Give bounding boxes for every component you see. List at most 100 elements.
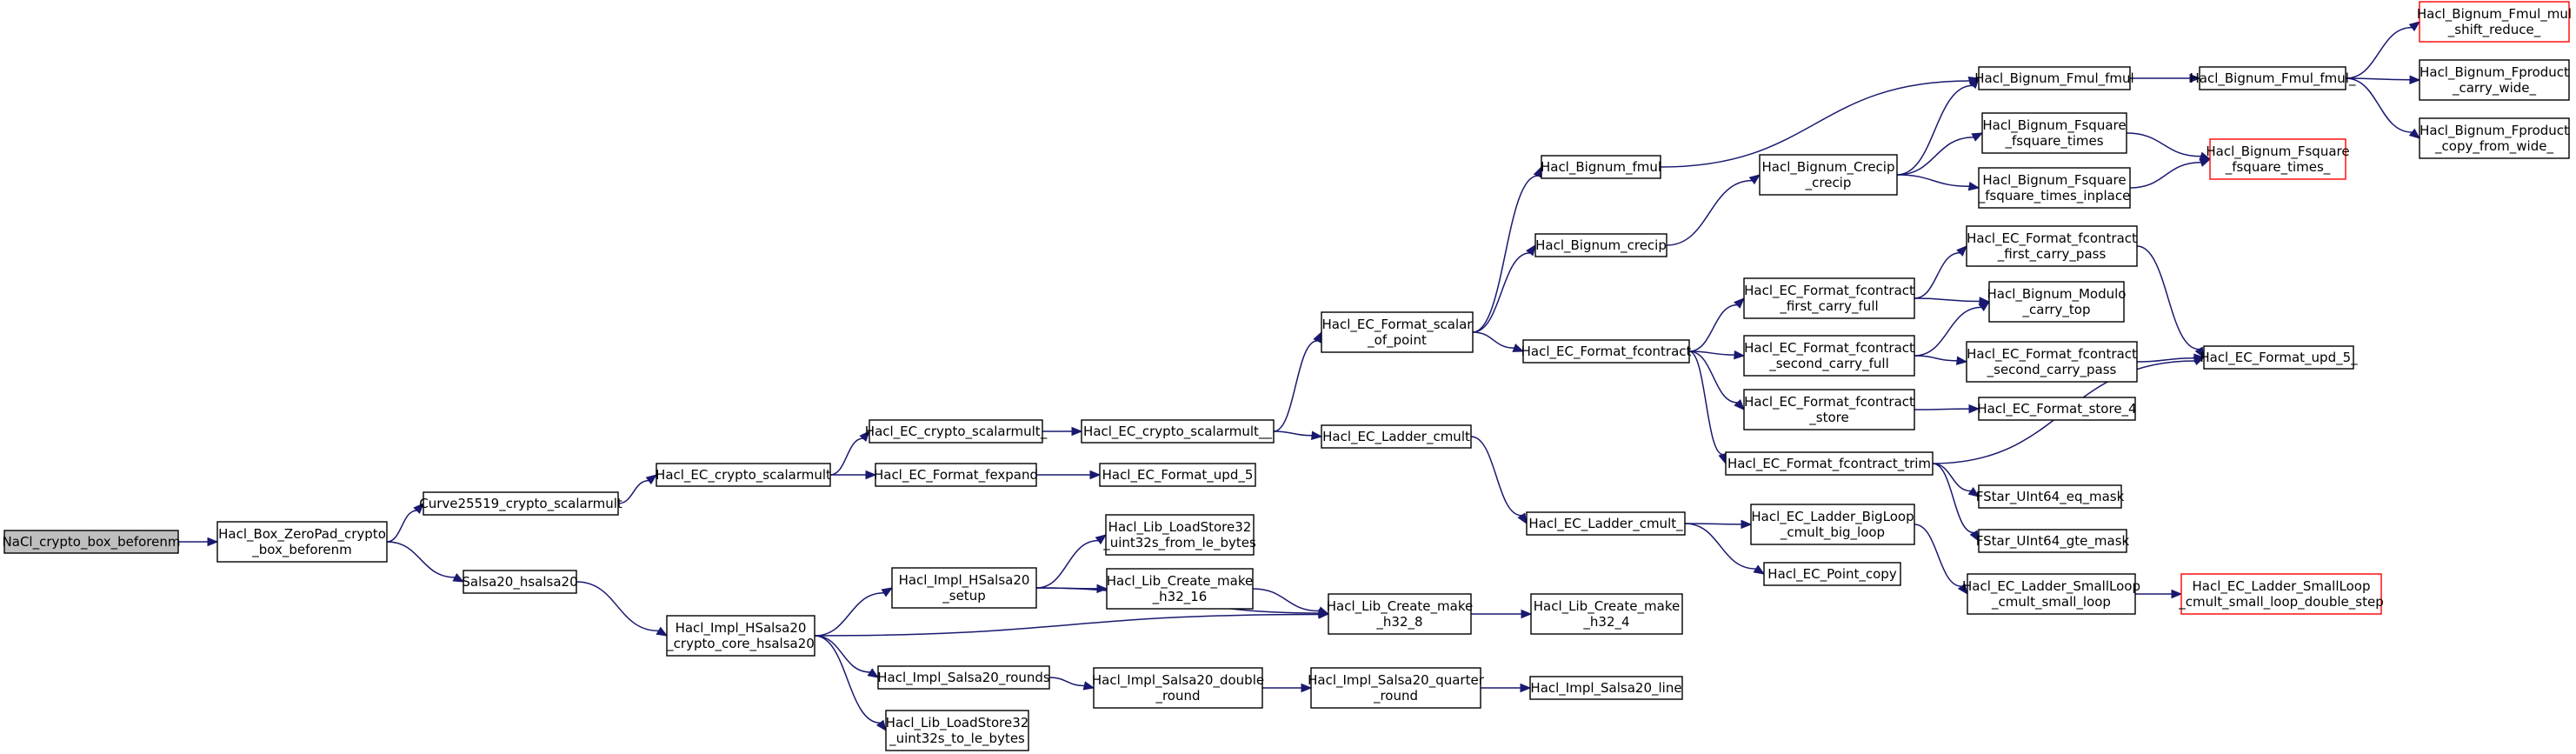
node-label-line: _store [1808, 410, 1848, 426]
edge-line [829, 437, 863, 476]
node-fstar-uint64-gte-mask[interactable]: FStar_UInt64_gte_mask [1976, 529, 2130, 553]
edge-n39-to-n41 [814, 635, 880, 678]
node-hacl-bignum-fmul-mul-shift-reduce[interactable]: Hacl_Bignum_Fmul_mul_shift_reduce_ [2417, 1, 2572, 43]
node-hacl-lib-loadstore32-uint32s-to-le-bytes[interactable]: Hacl_Lib_LoadStore32_uint32s_to_le_bytes [885, 710, 1029, 751]
node-hacl-ec-crypto-scalarmult[interactable]: Hacl_EC_crypto_scalarmult [656, 463, 831, 487]
node-hacl-ec-ladder-cmult[interactable]: Hacl_EC_Ladder_cmult [1321, 424, 1472, 449]
node-hacl-ec-format-fcontract[interactable]: Hacl_EC_Format_fcontract [1521, 339, 1692, 364]
edge-line [386, 510, 417, 543]
node-hacl-ec-format-fexpand[interactable]: Hacl_EC_Format_fexpand [874, 463, 1038, 487]
edge-line [814, 613, 1320, 637]
edge-arrowhead [645, 474, 658, 485]
edge-arrowhead [1969, 530, 1980, 543]
node-hacl-impl-salsa20-quarter-round[interactable]: Hacl_Impl_Salsa20_quarter_round [1308, 667, 1485, 709]
edge-line [1472, 331, 1514, 349]
node-hacl-box-zeropad-crypto-box-beforenm[interactable]: Hacl_Box_ZeroPad_crypto_box_beforenm [216, 521, 388, 563]
node-label-line: Hacl_EC_Format_fexpand [874, 467, 1038, 484]
node-hacl-lib-create-make-h32-8[interactable]: Hacl_Lib_Create_make_h32_8 [1327, 593, 1473, 635]
node-hacl-ec-format-upd-5[interactable]: Hacl_EC_Format_upd_5 [1099, 463, 1256, 487]
edge-n11-to-n16 [1660, 77, 1980, 168]
edge-n45-to-n46 [1471, 609, 1533, 619]
node-hacl-ec-format-fcontract-second-carry-full[interactable]: Hacl_EC_Format_fcontract_second_carry_fu… [1743, 335, 1915, 377]
node-label-line: Hacl_Bignum_Fsquare [1982, 117, 2126, 134]
edge-arrowhead [1082, 681, 1095, 691]
node-label-line: _round [1373, 688, 1418, 704]
edge-arrowhead [1734, 399, 1745, 410]
node-box [2209, 138, 2346, 180]
node-box [1978, 484, 2122, 509]
node-hacl-ec-crypto-scalarmult[interactable]: Hacl_EC_crypto_scalarmult__ [1081, 419, 1275, 444]
node-fstar-uint64-eq-mask[interactable]: FStar_UInt64_eq_mask [1976, 484, 2125, 509]
node-hacl-ec-format-upd-5[interactable]: Hacl_EC_Format_upd_5_ [2200, 345, 2358, 370]
node-box [1106, 568, 1254, 610]
node-hacl-ec-format-fcontract-first-carry-full[interactable]: Hacl_EC_Format_fcontract_first_carry_ful… [1743, 277, 1915, 319]
node-hacl-ec-crypto-scalarmult[interactable]: Hacl_EC_crypto_scalarmult_ [865, 419, 1048, 444]
node-hacl-lib-create-make-h32-4[interactable]: Hacl_Lib_Create_make_h32_4 [1530, 593, 1683, 635]
edge-arrowhead [881, 587, 894, 597]
edge-arrowhead [2189, 73, 2201, 83]
edge-line [1688, 350, 1735, 356]
node-label-line: Hacl_Impl_HSalsa20 [676, 620, 807, 637]
node-hacl-impl-salsa20-double-round[interactable]: Hacl_Impl_Salsa20_double_round [1092, 667, 1264, 709]
node-hacl-ec-format-fcontract-trim[interactable]: Hacl_EC_Format_fcontract_trim [1725, 451, 1934, 476]
edge-arrowhead [1748, 174, 1761, 185]
edge-arrowhead [2199, 157, 2212, 167]
edge-n48-to-n49 [1480, 683, 1532, 693]
node-hacl-lib-loadstore32-uint32s-from-le-bytes[interactable]: Hacl_Lib_LoadStore32_uint32s_from_le_byt… [1102, 514, 1256, 556]
node-hacl-ec-ladder-cmult[interactable]: Hacl_EC_Ladder_cmult_ [1526, 511, 1686, 536]
edge-line [1660, 80, 1970, 168]
node-hacl-impl-hsalsa20-setup[interactable]: Hacl_Impl_HSalsa20_setup [891, 567, 1037, 609]
node-hacl-ec-ladder-smallloop-cmult-small-loop-double-step[interactable]: Hacl_EC_Ladder_SmallLoop_cmult_small_loo… [2178, 573, 2384, 615]
node-hacl-ec-format-fcontract-store[interactable]: Hacl_EC_Format_fcontract_store [1743, 389, 1915, 430]
node-box [1526, 511, 1686, 536]
edge-line [386, 541, 456, 578]
edge-n4-to-n5 [829, 430, 870, 476]
edge-line [1048, 677, 1085, 687]
node-hacl-ec-format-scalar-of-point[interactable]: Hacl_EC_Format_scalar_of_point [1321, 311, 1474, 353]
edge-n18-to-n20 [2129, 157, 2212, 189]
node-hacl-ec-ladder-smallloop-cmult-small-loop[interactable]: Hacl_EC_Ladder_SmallLoop_cmult_small_loo… [1962, 573, 2140, 615]
edge-arrowhead [656, 626, 669, 637]
edge-n17-to-n20 [2126, 132, 2212, 161]
edge-arrowhead [875, 719, 887, 732]
edge-arrowhead [867, 668, 880, 678]
node-salsa20-hsalsa20[interactable]: Salsa20_hsalsa20 [462, 570, 578, 594]
node-label-line: Hacl_EC_Format_fcontract [1744, 283, 1914, 299]
node-curve25519-crypto-scalarmult[interactable]: Curve25519_crypto_scalarmult [419, 491, 622, 516]
node-label-line: _h32_8 [1375, 614, 1422, 631]
edge-arrowhead [1957, 583, 1968, 596]
node-hacl-ec-ladder-bigloop-cmult-big-loop[interactable]: Hacl_EC_Ladder_BigLoop_cmult_big_loop [1750, 504, 1915, 545]
node-hacl-impl-salsa20-line[interactable]: Hacl_Impl_Salsa20_line [1529, 676, 1683, 700]
node-hacl-bignum-modulo-carry-top[interactable]: Hacl_Bignum_Modulo_carry_top [1987, 281, 2127, 323]
edge-line [1896, 174, 1970, 188]
edge-line [2345, 77, 2413, 133]
node-hacl-ec-format-fcontract-first-carry-pass[interactable]: Hacl_EC_Format_fcontract_first_carry_pas… [1966, 225, 2138, 267]
node-hacl-bignum-fproduct-copy-from-wide[interactable]: Hacl_Bignum_Fproduct_copy_from_wide_ [2419, 117, 2570, 159]
node-hacl-bignum-fsquare-fsquare-times-inplace[interactable]: Hacl_Bignum_Fsquare_fsquare_times_inplac… [1978, 167, 2131, 209]
edge-line [2126, 132, 2201, 157]
node-box [1759, 154, 1898, 196]
node-hacl-bignum-fmul-fmul[interactable]: Hacl_Bignum_Fmul_fmul [1974, 66, 2134, 90]
node-box [869, 419, 1043, 444]
node-hacl-bignum-crecip-crecip[interactable]: Hacl_Bignum_Crecip_crecip [1759, 154, 1898, 196]
node-label-line: Hacl_EC_Format_upd_5 [1102, 467, 1254, 484]
node-hacl-impl-hsalsa20-crypto-core-hsalsa20[interactable]: Hacl_Impl_HSalsa20_crypto_core_hsalsa20 [666, 615, 815, 657]
edge-n41-to-n47 [1048, 677, 1095, 691]
node-hacl-lib-create-make-h32-16[interactable]: Hacl_Lib_Create_make_h32_16 [1106, 568, 1254, 610]
node-hacl-bignum-fsquare-fsquare-times[interactable]: Hacl_Bignum_Fsquare_fsquare_times [1981, 112, 2127, 154]
node-hacl-ec-format-fcontract-second-carry-pass[interactable]: Hacl_EC_Format_fcontract_second_carry_pa… [1966, 341, 2138, 383]
node-label-line: _h32_4 [1582, 614, 1629, 631]
edge-line [1914, 524, 1962, 588]
node-hacl-ec-format-store-4[interactable]: Hacl_EC_Format_store_4 [1977, 397, 2137, 421]
edge-n37-to-n38 [2134, 589, 2183, 599]
node-hacl-ec-point-copy[interactable]: Hacl_EC_Point_copy [1763, 562, 1901, 586]
node-hacl-bignum-fmul[interactable]: Hacl_Bignum_fmul [1541, 155, 1661, 179]
edge-arrowhead [1956, 245, 1967, 257]
node-hacl-impl-salsa20-rounds[interactable]: Hacl_Impl_Salsa20_rounds [877, 665, 1050, 690]
node-hacl-bignum-fsquare-fsquare-times[interactable]: Hacl_Bignum_Fsquare_fsquare_times_ [2206, 138, 2350, 180]
node-hacl-bignum-fmul-fmul[interactable]: Hacl_Bignum_Fmul_fmul_ [2190, 66, 2356, 90]
node-nacl-crypto-box-beforenm[interactable]: NaCl_crypto_box_beforenm [3, 530, 181, 554]
node-hacl-bignum-fproduct-carry-wide[interactable]: Hacl_Bignum_Fproduct_carry_wide_ [2419, 59, 2570, 101]
node-hacl-bignum-crecip[interactable]: Hacl_Bignum_crecip [1534, 233, 1667, 257]
edge-line [814, 635, 881, 724]
